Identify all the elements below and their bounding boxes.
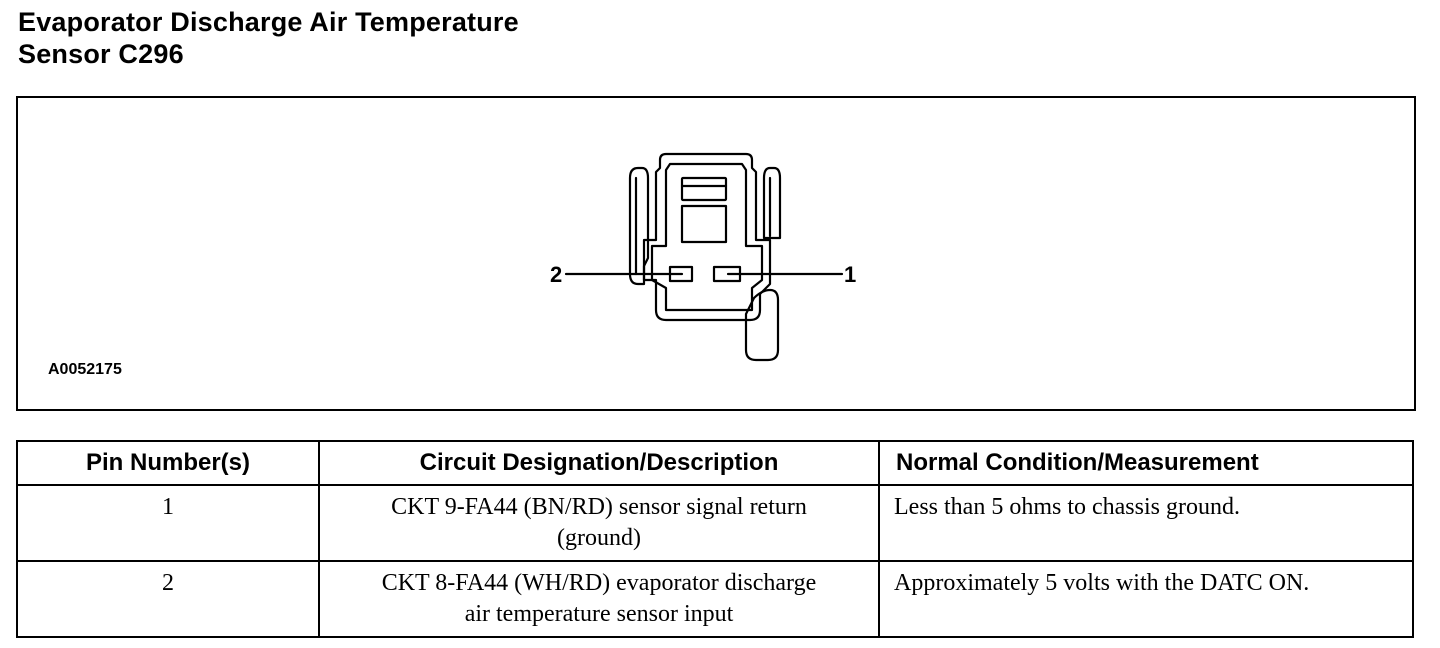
connector-tail — [744, 288, 780, 362]
right-latch-rib — [762, 166, 782, 240]
header-circuit: Circuit Designation/Description — [318, 440, 880, 486]
connector-diagram: 2 1 — [550, 152, 856, 362]
lock-tab-top — [680, 176, 728, 202]
circuit-line: air temperature sensor input — [464, 601, 734, 627]
circuit-line: (ground) — [557, 525, 641, 551]
condition-cell: Less than 5 ohms to chassis ground. — [878, 484, 1414, 562]
pin-table: Pin Number(s) Circuit Designation/Descri… — [16, 440, 1414, 638]
pin-1-label: 1 — [844, 262, 856, 287]
left-latch-rib — [628, 166, 650, 286]
figure-id: A0052175 — [48, 361, 122, 378]
pin-2-label: 2 — [550, 262, 562, 287]
table-row: 2 CKT 8-FA44 (WH/RD) evaporator discharg… — [16, 560, 1414, 638]
circuit-cell: CKT 8-FA44 (WH/RD) evaporator discharge … — [318, 560, 880, 638]
circuit-line: CKT 9-FA44 (BN/RD) sensor signal return — [391, 494, 807, 520]
pin-number-cell: 1 — [16, 484, 320, 562]
connector-figure: 2 1 A0052175 — [16, 96, 1416, 411]
header-condition: Normal Condition/Measurement — [878, 440, 1414, 486]
lock-tab-bottom — [680, 204, 728, 244]
page-title: Evaporator Discharge Air Temperature Sen… — [18, 6, 519, 70]
title-line-1: Evaporator Discharge Air Temperature — [18, 7, 519, 37]
connector-inner-outline — [650, 162, 764, 312]
table-row: 1 CKT 9-FA44 (BN/RD) sensor signal retur… — [16, 484, 1414, 562]
title-line-2: Sensor C296 — [18, 39, 184, 69]
header-pin-numbers: Pin Number(s) — [16, 440, 320, 486]
pin-number-cell: 2 — [16, 560, 320, 638]
table-header-row: Pin Number(s) Circuit Designation/Descri… — [16, 440, 1414, 486]
condition-cell: Approximately 5 volts with the DATC ON. — [878, 560, 1414, 638]
circuit-cell: CKT 9-FA44 (BN/RD) sensor signal return … — [318, 484, 880, 562]
circuit-line: CKT 8-FA44 (WH/RD) evaporator discharge — [381, 570, 817, 596]
